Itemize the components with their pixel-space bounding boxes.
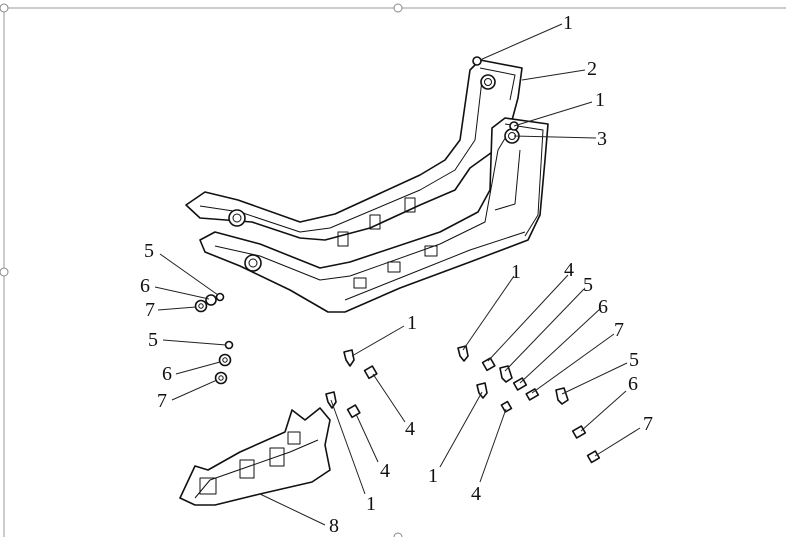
callout-4-lower-right: 4 xyxy=(471,483,481,505)
fasteners xyxy=(194,292,601,464)
callout-5-left-top: 5 xyxy=(144,240,154,262)
leader-lines xyxy=(154,23,641,526)
callout-4-center-lower: 4 xyxy=(380,460,390,482)
resize-handle-middle-left[interactable] xyxy=(0,267,9,277)
callout-1-top: 1 xyxy=(563,12,573,34)
callout-8: 8 xyxy=(329,515,339,537)
callout-7-left-top: 7 xyxy=(145,299,155,321)
callout-1-lower-right: 1 xyxy=(428,465,438,487)
callout-5-right: 5 xyxy=(583,274,593,296)
resize-handle-top-left[interactable] xyxy=(0,3,9,13)
callout-3: 3 xyxy=(597,128,607,150)
callout-1-center: 1 xyxy=(407,312,417,334)
callout-1-right: 1 xyxy=(511,261,521,283)
small-bracket-part-8 xyxy=(179,407,331,506)
callout-7-left-middle: 7 xyxy=(157,390,167,412)
resize-handle-top-middle[interactable] xyxy=(393,3,403,13)
callout-6-far-right: 6 xyxy=(628,373,638,395)
callout-6-right: 6 xyxy=(598,296,608,318)
callout-6-left-middle: 6 xyxy=(162,363,172,385)
bracket-assembly xyxy=(185,56,549,313)
callout-6-left-top: 6 xyxy=(140,275,150,297)
callout-1-center-lower: 1 xyxy=(366,493,376,515)
callout-5-far-right: 5 xyxy=(629,349,639,371)
image-selection-frame xyxy=(0,3,786,537)
callout-1-upper-right: 1 xyxy=(595,89,605,111)
callout-2: 2 xyxy=(587,58,597,80)
callout-7-right: 7 xyxy=(614,319,624,341)
callout-4-center: 4 xyxy=(405,418,415,440)
callout-5-left-middle: 5 xyxy=(148,329,158,351)
callout-7-far-right: 7 xyxy=(643,413,653,435)
callout-labels: 1 2 1 3 5 6 7 5 6 7 1 4 4 1 1 4 5 6 7 5 … xyxy=(140,12,653,537)
resize-handle-bottom-middle[interactable] xyxy=(393,532,403,537)
callout-4-right: 4 xyxy=(564,259,574,281)
